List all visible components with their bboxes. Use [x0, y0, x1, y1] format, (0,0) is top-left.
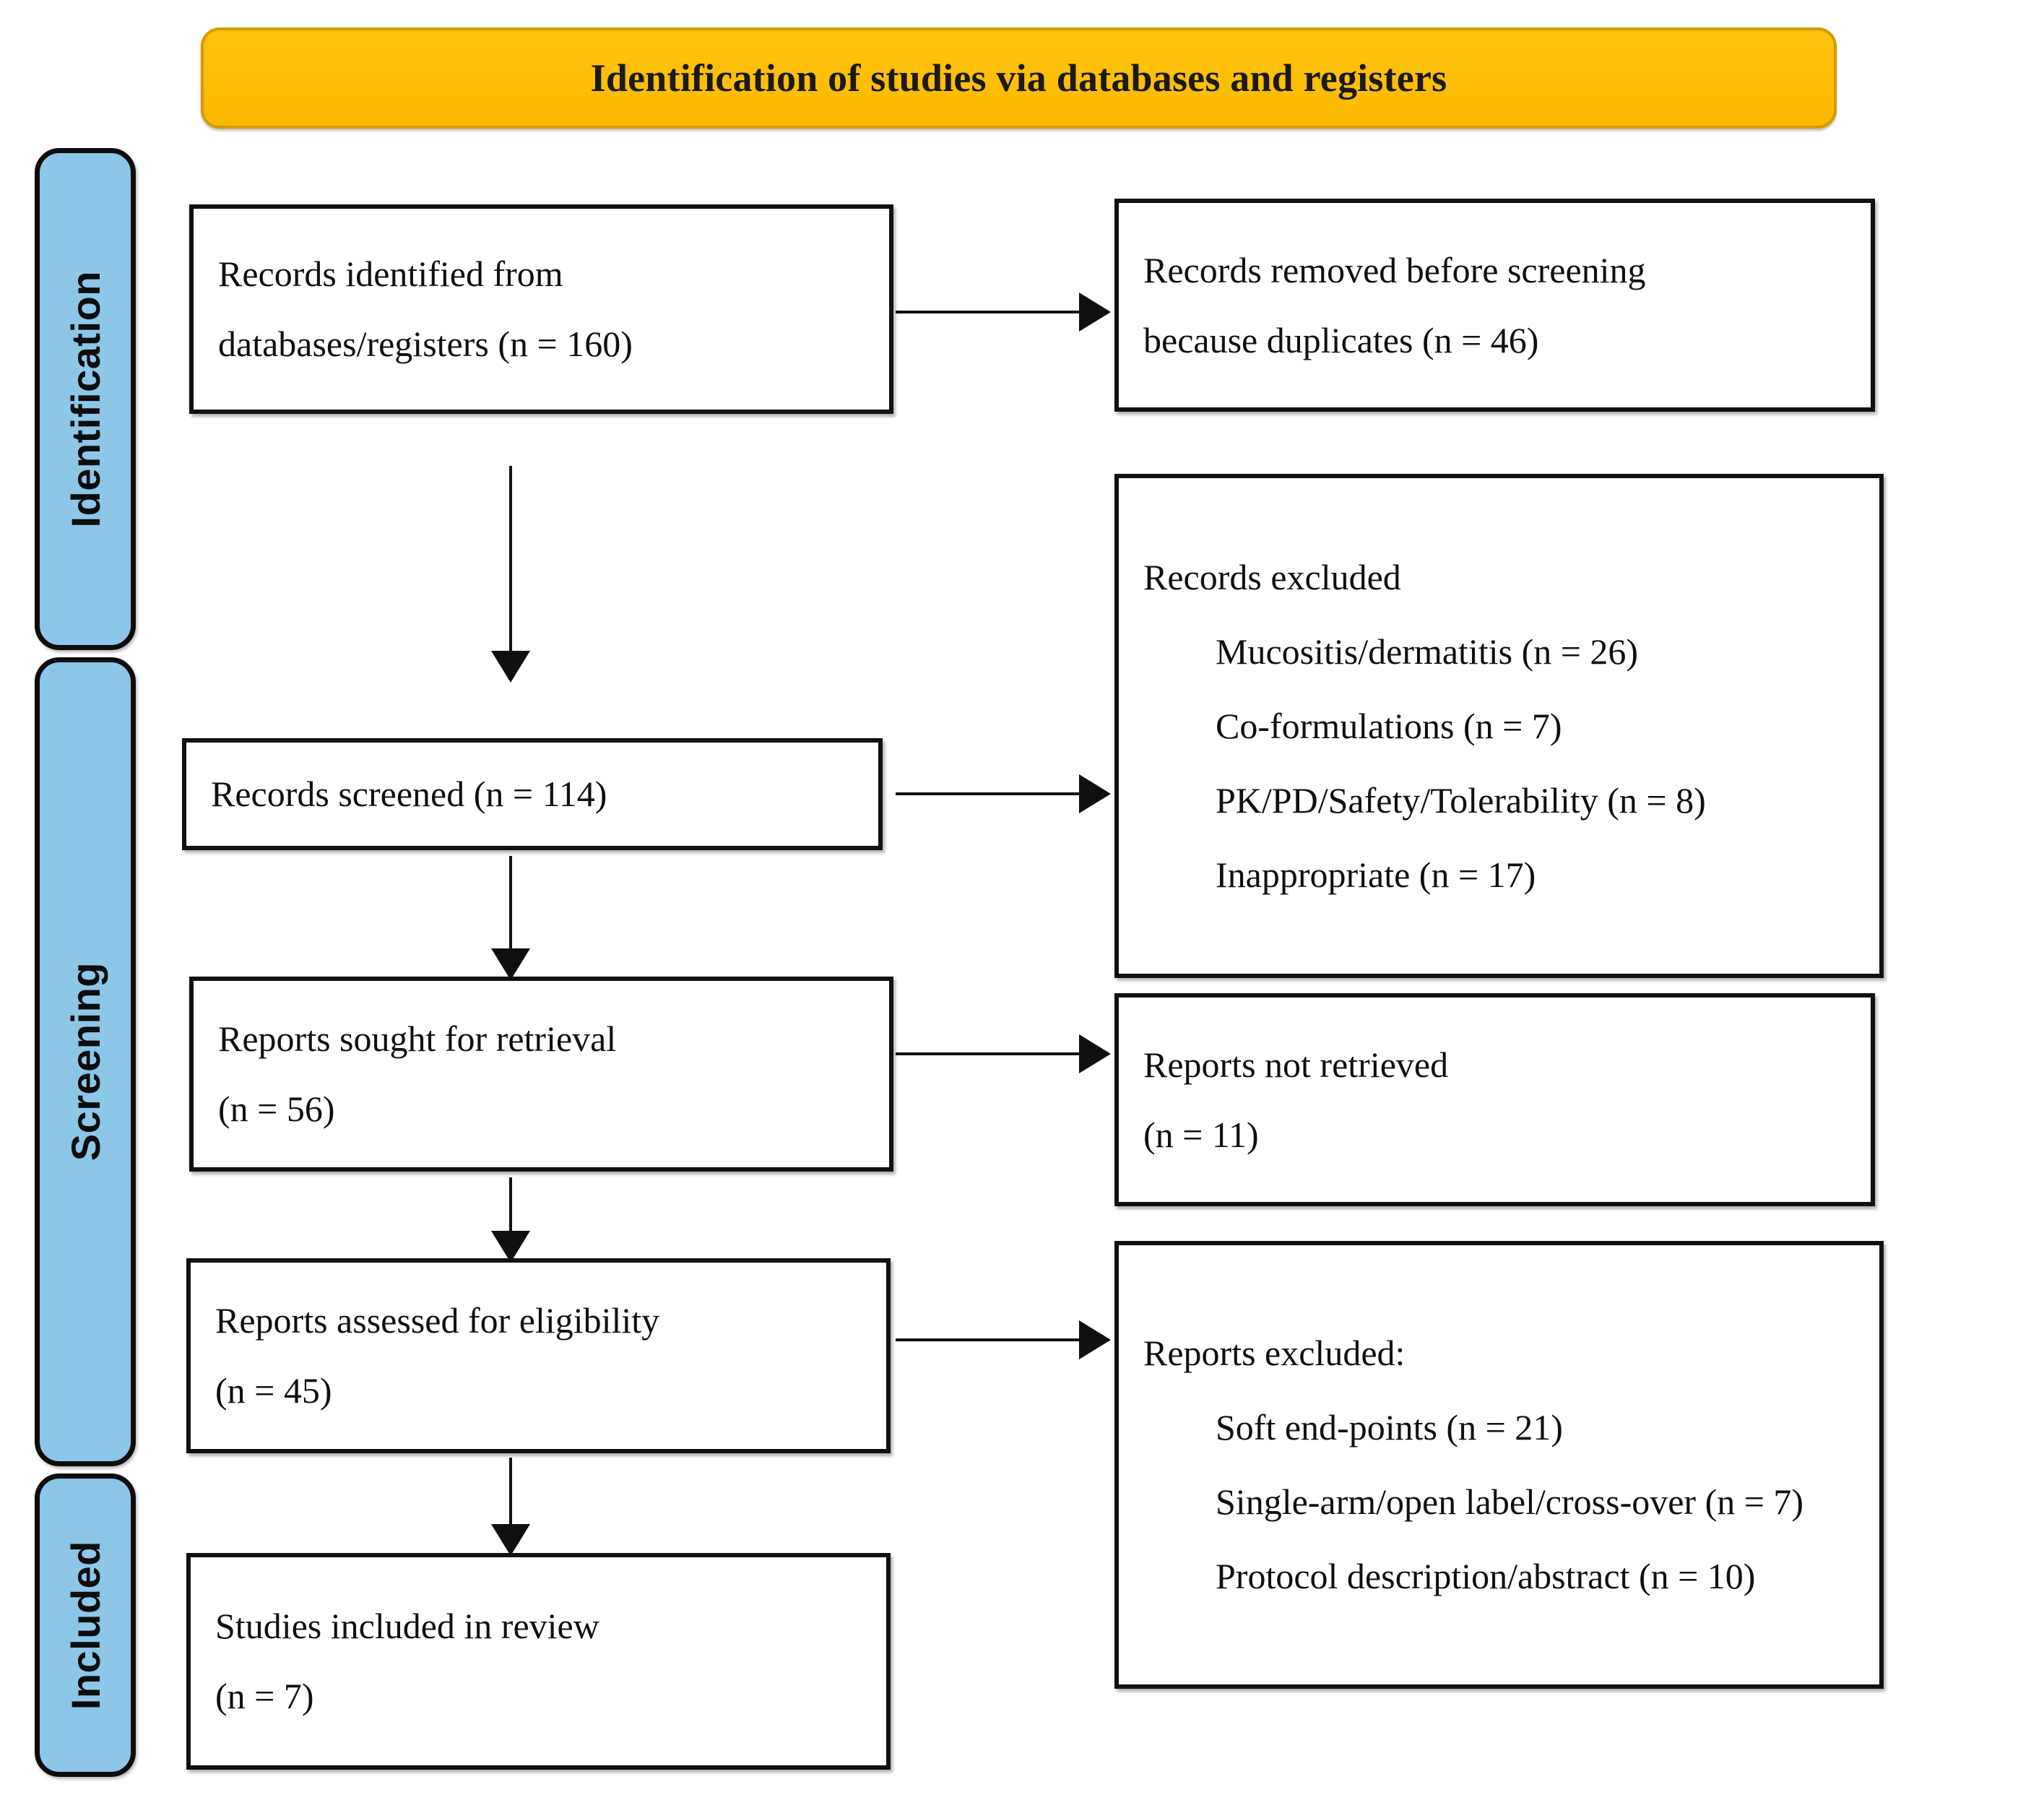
box-records-excluded-item: Co-formulations (n = 7)	[1216, 705, 1562, 746]
arrow-assessed-to-reports-excluded	[896, 1320, 1111, 1359]
box-records-identified: Records identified from databases/regist…	[189, 204, 893, 414]
arrow-shaft	[509, 1458, 512, 1524]
arrow-sought-to-not-retrieved	[896, 1034, 1111, 1073]
arrow-identified-to-removed	[896, 293, 1111, 332]
arrow-sought-to-assessed	[491, 1177, 530, 1263]
box-records-identified-line1: Records identified from	[218, 254, 563, 294]
box-records-excluded-heading: Records excluded	[1143, 556, 1401, 597]
box-reports-excluded-item: Single-arm/open label/cross-over (n = 7)	[1216, 1481, 1804, 1522]
arrow-head-down-icon	[491, 948, 530, 980]
box-records-removed-line2: because duplicates (n = 46)	[1143, 319, 1539, 360]
box-reports-excluded-heading: Reports excluded:	[1143, 1333, 1406, 1373]
arrow-assessed-to-included	[491, 1458, 530, 1556]
arrow-shaft	[896, 1338, 1081, 1341]
arrow-shaft	[509, 856, 512, 948]
arrow-identified-to-screened	[491, 466, 530, 683]
box-studies-included: Studies included in review (n = 7)	[186, 1553, 891, 1770]
box-records-excluded-item: Inappropriate (n = 17)	[1216, 854, 1536, 895]
box-reports-not-retrieved: Reports not retrieved (n = 11)	[1114, 993, 1875, 1206]
arrow-shaft	[509, 466, 512, 651]
stage-bar-screening-label: Screening	[62, 962, 108, 1161]
box-records-removed-line1: Records removed before screening	[1143, 249, 1646, 290]
stage-bar-screening: Screening	[35, 657, 136, 1466]
phase-header-title: Identification of studies via databases …	[590, 56, 1447, 100]
box-studies-included-line1: Studies included in review	[215, 1606, 599, 1646]
arrow-head-right-icon	[1079, 774, 1111, 813]
arrow-head-down-icon	[491, 1524, 530, 1556]
arrow-screened-to-records-excluded	[896, 774, 1111, 813]
box-records-screened: Records screened (n = 114)	[182, 738, 883, 850]
arrow-head-down-icon	[491, 1231, 530, 1263]
box-reports-assessed: Reports assessed for eligibility (n = 45…	[186, 1258, 891, 1453]
box-reports-excluded-item: Soft end-points (n = 21)	[1216, 1407, 1563, 1448]
box-records-removed: Records removed before screening because…	[1114, 199, 1875, 412]
box-records-identified-line2: databases/registers (n = 160)	[218, 324, 633, 364]
box-reports-sought-line2: (n = 56)	[218, 1089, 335, 1129]
phase-header-banner: Identification of studies via databases …	[201, 27, 1837, 129]
arrow-shaft	[509, 1177, 512, 1231]
stage-bar-included: Included	[35, 1474, 136, 1777]
arrow-shaft	[896, 311, 1081, 313]
box-reports-excluded: Reports excluded: Soft end-points (n = 2…	[1114, 1241, 1884, 1689]
box-records-excluded-item: PK/PD/Safety/Tolerability (n = 8)	[1216, 779, 1706, 821]
arrow-head-down-icon	[491, 651, 530, 683]
box-reports-not-retrieved-line1: Reports not retrieved	[1143, 1044, 1449, 1085]
stage-bar-identification-label: Identification	[62, 270, 108, 528]
stage-bar-identification: Identification	[35, 148, 136, 650]
box-reports-not-retrieved-line2: (n = 11)	[1143, 1114, 1259, 1155]
arrow-head-right-icon	[1079, 1320, 1111, 1359]
box-records-excluded: Records excluded Mucositis/dermatitis (n…	[1114, 474, 1884, 978]
box-reports-assessed-line2: (n = 45)	[215, 1370, 332, 1411]
stage-bar-included-label: Included	[62, 1540, 108, 1710]
arrow-head-right-icon	[1079, 293, 1111, 332]
box-reports-assessed-line1: Reports assessed for eligibility	[215, 1300, 660, 1341]
arrow-screened-to-sought	[491, 856, 530, 980]
box-records-screened-line1: Records screened (n = 114)	[211, 774, 607, 814]
box-reports-sought: Reports sought for retrieval (n = 56)	[189, 977, 893, 1172]
box-records-excluded-item: Mucositis/dermatitis (n = 26)	[1216, 631, 1639, 672]
box-reports-sought-line1: Reports sought for retrieval	[218, 1018, 617, 1059]
box-reports-excluded-item: Protocol description/abstract (n = 10)	[1216, 1556, 1756, 1596]
arrow-shaft	[896, 1052, 1081, 1055]
arrow-shaft	[896, 792, 1081, 795]
box-studies-included-line2: (n = 7)	[215, 1676, 314, 1716]
arrow-head-right-icon	[1079, 1034, 1111, 1073]
